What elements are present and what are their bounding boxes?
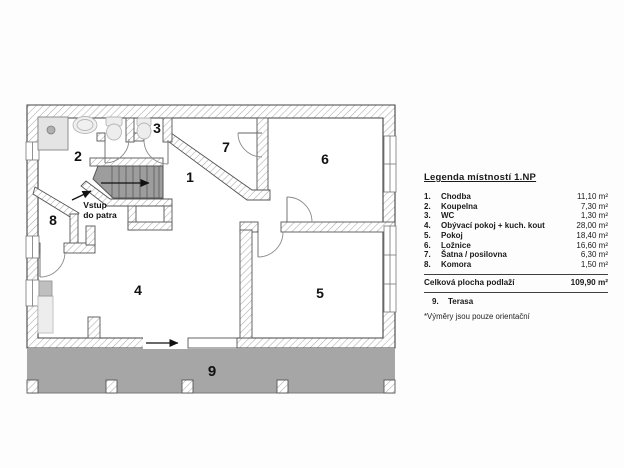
window-right-room5 xyxy=(383,225,397,313)
window-left-bathroom xyxy=(25,141,40,161)
door-room5 xyxy=(257,231,284,258)
room-label-8: 8 xyxy=(49,212,57,228)
legend-title: Legenda místností 1.NP xyxy=(424,172,537,183)
doors xyxy=(39,132,313,278)
terrace-post xyxy=(181,379,194,394)
kitchen-stove xyxy=(38,280,53,297)
terrace xyxy=(26,348,396,394)
legend-divider-top xyxy=(424,273,608,275)
wall-room7-room6 xyxy=(256,117,269,193)
window-left-storage xyxy=(25,235,40,259)
room-label-4: 4 xyxy=(134,282,142,298)
wall-room4-room5 xyxy=(239,229,253,339)
legend-total-label: Celková plocha podlaží xyxy=(424,277,515,287)
wall-understair-bottom xyxy=(127,221,173,231)
terrace-deck xyxy=(27,348,395,393)
shower xyxy=(37,116,69,151)
wall-wc-right xyxy=(162,117,173,143)
wall-room4-stub xyxy=(87,316,101,339)
room-label-5: 5 xyxy=(316,285,324,301)
legend-terrace-number: 9. xyxy=(432,296,439,306)
wall-stairs-top xyxy=(89,157,164,167)
room-label-7: 7 xyxy=(222,139,230,155)
door-room7 xyxy=(237,132,263,158)
toilet-bathroom xyxy=(105,116,123,141)
terrace-post xyxy=(383,379,396,394)
stair-flight xyxy=(92,165,164,199)
room-label-2: 2 xyxy=(74,148,82,164)
shower-drain-icon xyxy=(46,125,56,135)
entry-label-line1: Vstup xyxy=(83,200,107,210)
terrace-post xyxy=(276,379,289,394)
wall-room4-top-right xyxy=(63,242,96,254)
door-wc xyxy=(143,139,169,165)
door-room8 xyxy=(39,251,66,278)
stairs-entry: Vstup do patra xyxy=(71,190,117,220)
door-bathroom xyxy=(104,138,130,164)
toilet-wc xyxy=(136,117,152,140)
terrace-post xyxy=(26,379,39,394)
room-labels: 1 2 3 4 5 6 7 8 9 xyxy=(49,120,329,380)
legend-terrace-name: Terasa xyxy=(448,296,474,306)
terrace-post xyxy=(105,379,118,394)
legend-terrace-row: 9. Terasa xyxy=(424,297,608,306)
window-right-bedroom xyxy=(383,135,397,193)
wall-wc-left xyxy=(125,117,135,143)
wall-entry-stub xyxy=(85,225,96,246)
room-label-1: 1 xyxy=(186,169,194,185)
legend-footnote: *Výměry jsou pouze orientační xyxy=(424,311,530,321)
room-label-9: 9 xyxy=(208,363,216,380)
entry-label-line2: do patra xyxy=(83,210,117,220)
wall-room6-room5-right xyxy=(280,221,396,233)
fixtures xyxy=(37,116,152,334)
room-label-3: 3 xyxy=(153,120,161,136)
room-label-6: 6 xyxy=(321,151,329,167)
wall-stub-bath-door xyxy=(96,132,106,142)
legend-total-row: Celková plocha podlaží 109,90 m² xyxy=(424,278,608,288)
door-room6 xyxy=(286,196,313,223)
terrace-door xyxy=(187,337,238,349)
windows xyxy=(25,135,397,313)
kitchen-counter xyxy=(37,280,54,334)
entry-arrow xyxy=(71,190,92,201)
window-left-living xyxy=(25,279,40,307)
terrace-posts xyxy=(26,379,396,394)
legend-total-value: 109,90 m² xyxy=(570,277,608,287)
terrace-exit xyxy=(143,337,238,349)
stair-treads xyxy=(111,166,160,198)
legend-divider-bottom xyxy=(424,291,608,293)
sink xyxy=(72,116,98,134)
staircase xyxy=(92,165,164,199)
